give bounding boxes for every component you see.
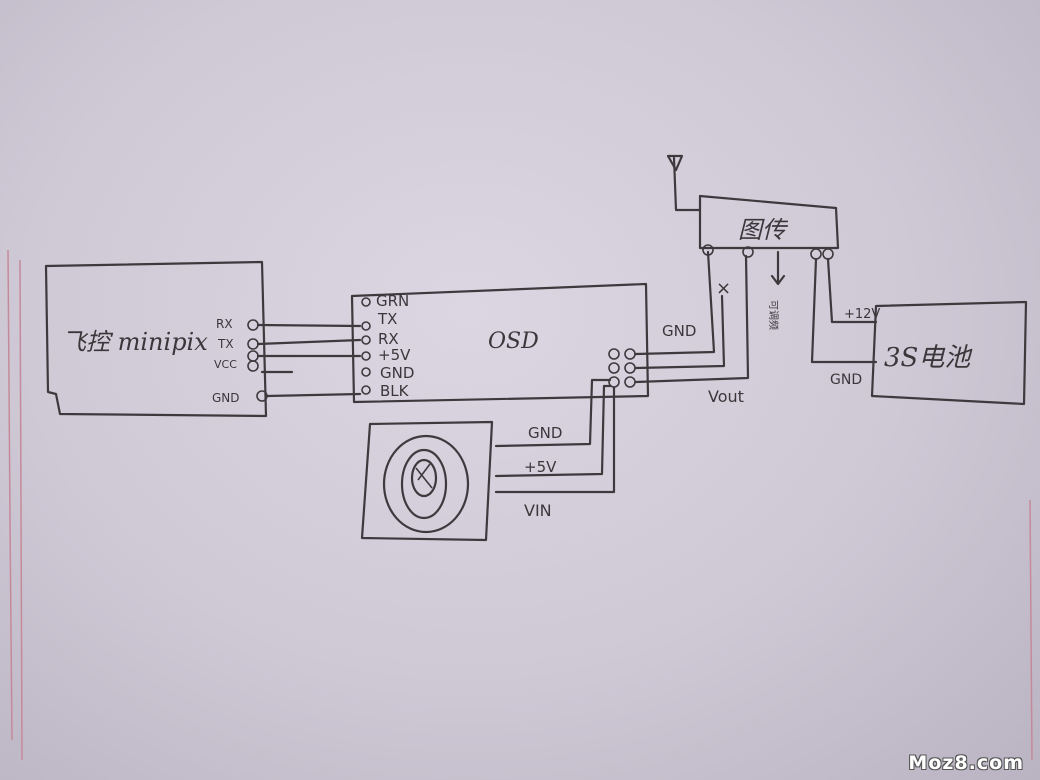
fc-pad-tx bbox=[247, 338, 259, 350]
flight-controller-box: 飞控 minipix RX TX VCC GND bbox=[44, 260, 268, 418]
osd-vtx-wires: GND × Vout bbox=[634, 250, 750, 406]
camera-box bbox=[360, 420, 494, 542]
label-cam-vin: VIN bbox=[524, 501, 552, 520]
vtx-box: 图传 可调频 bbox=[666, 154, 840, 330]
battery-box: 3S电池 bbox=[870, 300, 1028, 406]
osd-box: OSD GRN TX RX +5V GND BLK bbox=[350, 282, 650, 404]
osd-label: OSD bbox=[488, 329, 539, 354]
osd-pin-rx: RX bbox=[378, 330, 399, 348]
label-vout: Vout bbox=[708, 387, 744, 406]
paper-margin-left bbox=[7, 249, 13, 741]
fc-pin-vcc: VCC bbox=[214, 358, 237, 371]
osd-pin-gnd: GND bbox=[380, 364, 414, 382]
osd-pin-grn: GRN bbox=[376, 292, 409, 310]
vtx-label: 图传 bbox=[738, 216, 789, 244]
label-gnd-batt: GND bbox=[830, 372, 862, 388]
antenna-icon bbox=[666, 154, 684, 172]
label-cam-5v: +5V bbox=[524, 458, 557, 476]
fc-pad-rx bbox=[247, 319, 259, 331]
cut-mark: × bbox=[716, 278, 731, 299]
osd-pin-5v: +5V bbox=[378, 346, 411, 364]
label-cam-gnd: GND bbox=[528, 424, 562, 442]
camera-lens-icon bbox=[410, 458, 438, 498]
osd-pin-tx: TX bbox=[377, 310, 397, 328]
watermark: Moz8.com bbox=[908, 752, 1024, 774]
fc-pin-gnd: GND bbox=[212, 391, 240, 405]
camera-wires: GND +5V VIN bbox=[494, 378, 616, 520]
paper-margin-right bbox=[1029, 499, 1033, 761]
antenna-line bbox=[672, 156, 702, 212]
label-gnd-vtx: GND bbox=[662, 322, 696, 340]
fc-osd-wires bbox=[256, 323, 362, 398]
vtx-side-note: 可调频 bbox=[767, 300, 780, 330]
fc-pad-vcc-b bbox=[247, 360, 259, 372]
fc-pin-tx: TX bbox=[217, 337, 234, 351]
fc-label: 飞控 minipix bbox=[62, 328, 208, 356]
osd-pin-blk: BLK bbox=[380, 382, 410, 400]
fc-pin-rx: RX bbox=[216, 317, 233, 331]
label-plus12v: +12V bbox=[844, 307, 880, 322]
paper-margin-left-2 bbox=[19, 259, 23, 761]
fc-pad-vcc-a bbox=[247, 350, 259, 362]
vtx-battery-wires: +12V GND bbox=[810, 257, 880, 388]
battery-label: 3S电池 bbox=[884, 343, 973, 373]
